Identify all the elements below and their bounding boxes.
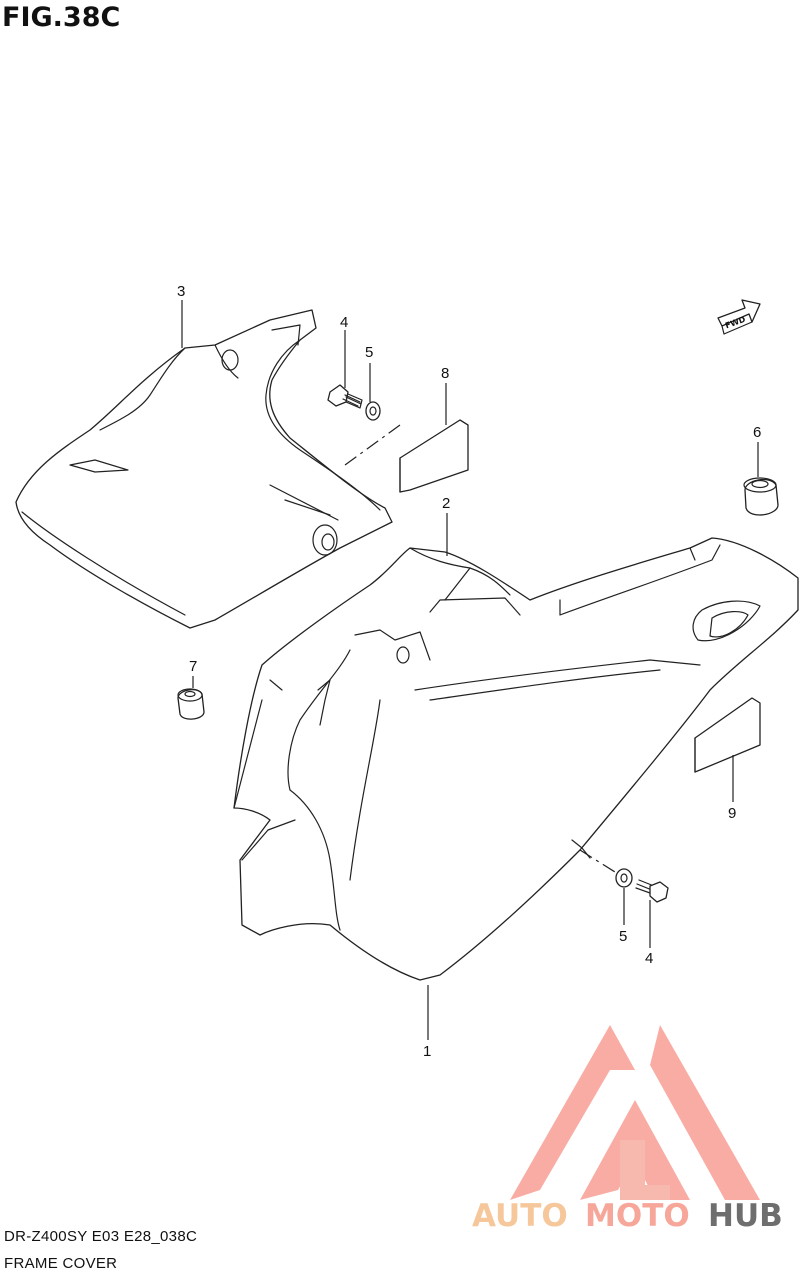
automotohub-watermark: AUTO MOTO HUB <box>472 1025 783 1234</box>
part-4-bolt-bottom[interactable] <box>635 879 669 903</box>
callout-3: 3 <box>177 283 185 300</box>
callout-7: 7 <box>189 658 197 675</box>
part-5-washer-bottom[interactable] <box>615 868 633 888</box>
callout-5-bottom: 5 <box>619 928 627 945</box>
callout-1: 1 <box>423 1043 431 1060</box>
callout-9: 9 <box>728 805 736 822</box>
watermark-logo-icon <box>510 1025 760 1200</box>
callout-4-top: 4 <box>340 314 348 331</box>
callout-5-top: 5 <box>365 344 373 361</box>
part-8-pad[interactable] <box>399 419 469 493</box>
assembly-line-bottom <box>579 849 616 873</box>
part-3-side-cover-left[interactable] <box>15 309 393 629</box>
part-5-washer-top[interactable] <box>365 401 381 421</box>
part-4-bolt-top[interactable] <box>327 384 363 409</box>
part-6-grommet[interactable] <box>743 477 779 516</box>
part-9-pad[interactable] <box>694 697 761 773</box>
callout-8: 8 <box>441 365 449 382</box>
watermark-text-moto: MOTO <box>585 1198 690 1234</box>
watermark-text-hub: HUB <box>708 1198 783 1234</box>
callout-2: 2 <box>442 495 450 512</box>
section-name: FRAME COVER <box>4 1255 118 1272</box>
callout-4-bottom: 4 <box>645 950 653 967</box>
fwd-arrow-icon: FWD <box>717 299 761 335</box>
figure-title: FIG.38C <box>2 2 121 33</box>
callout-6: 6 <box>753 424 761 441</box>
assembly-line-top <box>344 424 401 466</box>
part-1-frame-cover-right[interactable] <box>233 537 799 981</box>
leader-lines <box>181 300 759 1040</box>
model-code: DR-Z400SY E03 E28_038C <box>4 1228 198 1245</box>
watermark-text-auto: AUTO <box>472 1198 568 1234</box>
part-7-grommet[interactable] <box>177 688 205 720</box>
